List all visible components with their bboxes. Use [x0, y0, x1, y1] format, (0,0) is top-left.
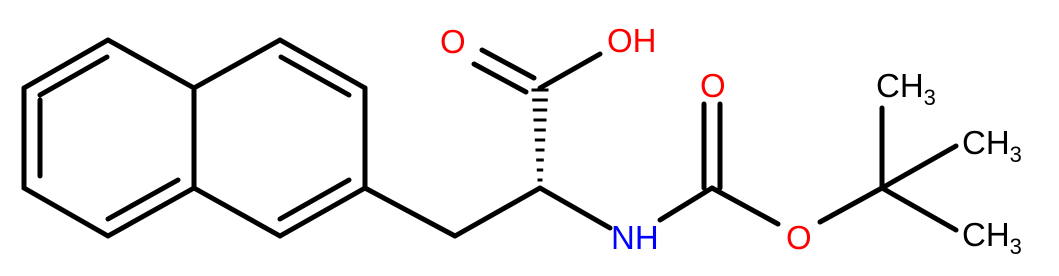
bond — [21, 185, 111, 239]
bond — [709, 185, 781, 227]
tert-butyl-group — [879, 105, 959, 233]
methyl-label-bottom: CH3 — [962, 216, 1022, 259]
bond — [452, 185, 543, 239]
bond — [537, 185, 613, 231]
bond — [191, 37, 283, 91]
double-bond — [479, 47, 537, 81]
bond — [277, 37, 368, 91]
double-bond-inner — [37, 54, 110, 98]
naphthalene-right-ring — [191, 37, 368, 239]
bond — [277, 185, 368, 239]
bond — [21, 37, 111, 91]
double-bond-inner — [105, 177, 181, 222]
bond — [191, 185, 283, 239]
methyl-label-middle: CH3 — [962, 124, 1022, 167]
ester-oxygen-label: O — [786, 219, 812, 256]
amine-label: NH — [611, 219, 659, 256]
side-chain — [362, 185, 613, 239]
bond — [657, 185, 715, 223]
bond — [105, 37, 197, 91]
hashed-wedge-bond — [531, 88, 549, 182]
bond — [537, 51, 603, 91]
carbonyl-oxygen-label: O — [440, 23, 466, 60]
double-bond-inner — [278, 54, 352, 98]
methyl-label-top: CH3 — [876, 67, 936, 110]
carbamate-oxygen-label: O — [700, 67, 726, 104]
double-bond — [471, 61, 529, 95]
double-bond-inner — [277, 177, 352, 222]
hydroxyl-label: OH — [607, 22, 657, 59]
bond — [105, 185, 197, 239]
bond — [879, 185, 959, 233]
bond — [817, 185, 885, 225]
carboxylic-acid-group — [471, 47, 603, 95]
bond — [879, 143, 959, 191]
bond — [362, 185, 458, 239]
carbamate-group — [657, 101, 885, 227]
naphthalene-left-ring — [21, 37, 197, 239]
